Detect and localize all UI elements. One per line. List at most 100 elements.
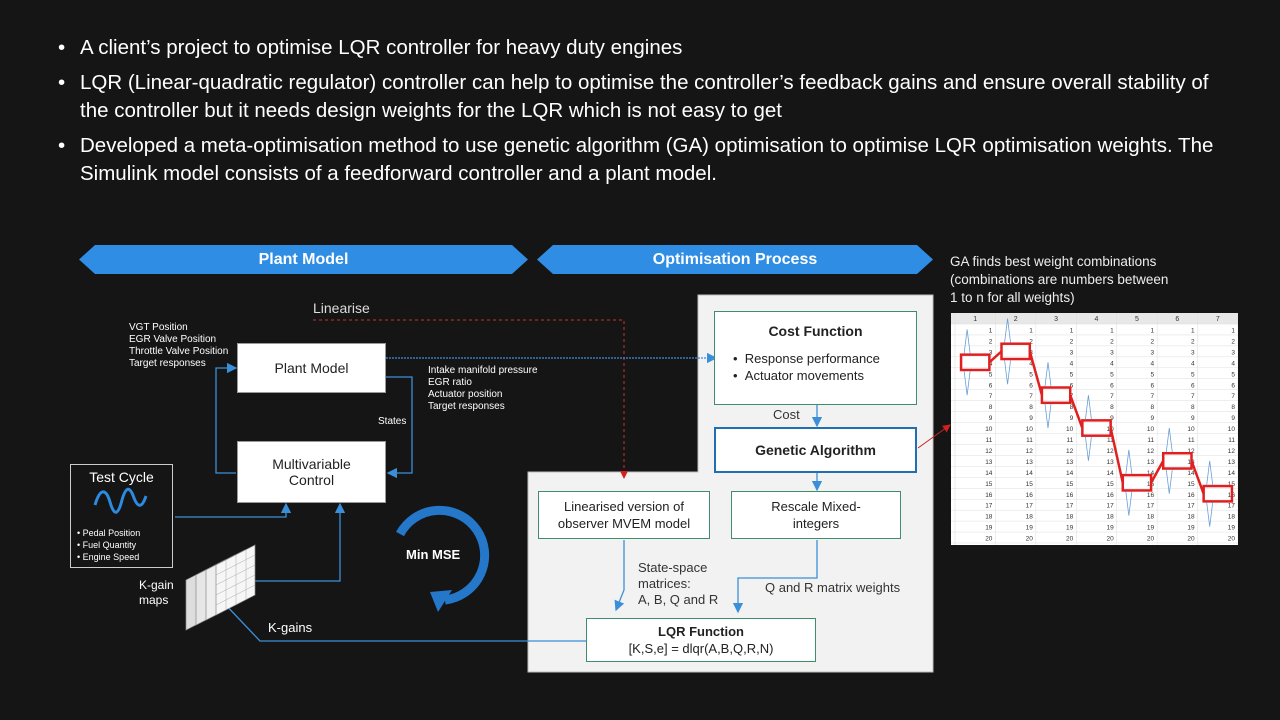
cost-function-title: Cost Function xyxy=(768,323,863,339)
table-cell: 4 xyxy=(1029,360,1033,367)
down-arrow-icon xyxy=(1085,436,1092,461)
linearise-dashed-line xyxy=(313,319,628,479)
linearised-to-lqr-arrow xyxy=(614,540,625,612)
table-cell: 16 xyxy=(1147,492,1155,499)
table-cell: 6 xyxy=(989,382,993,389)
table-cell: 12 xyxy=(985,448,993,455)
kgain-maps-icon xyxy=(185,544,256,631)
table-cell: 17 xyxy=(1147,503,1155,510)
table-cell: 19 xyxy=(1066,525,1074,532)
table-cell: 9 xyxy=(989,415,993,422)
table-column-header: 2 xyxy=(1014,316,1018,323)
table-cell: 3 xyxy=(1110,349,1114,356)
bullet-item: •Developed a meta-optimisation method to… xyxy=(58,134,1214,185)
table-cell: 10 xyxy=(1147,426,1155,433)
table-column-header: 4 xyxy=(1095,316,1099,323)
table-cell: 8 xyxy=(1191,404,1195,411)
table-cell: 12 xyxy=(1187,448,1195,455)
table-cell: 9 xyxy=(1029,415,1033,422)
table-cell: 11 xyxy=(986,437,993,444)
up-arrow-icon xyxy=(1206,460,1214,486)
table-cell: 10 xyxy=(1187,426,1195,433)
plant-model-box: Plant Model xyxy=(237,343,386,393)
table-cell: 15 xyxy=(985,481,993,488)
test-cycle-items: • Pedal Position • Fuel Quantity • Engin… xyxy=(77,528,141,562)
bullet-item: •A client’s project to optimise LQR cont… xyxy=(56,34,1236,62)
table-cell: 1 xyxy=(1070,328,1074,335)
table-cell: 18 xyxy=(1026,514,1034,521)
table-cell: 8 xyxy=(1231,404,1235,411)
table-cell: 15 xyxy=(1066,481,1074,488)
table-cell: 5 xyxy=(1231,371,1235,378)
table-cell: 15 xyxy=(1228,481,1236,488)
table-cell: 4 xyxy=(1151,360,1155,367)
table-cell: 12 xyxy=(1147,448,1155,455)
bullet-symbol: • xyxy=(58,134,66,157)
table-column-header: 5 xyxy=(1135,316,1139,323)
table-cell: 16 xyxy=(985,492,993,499)
ga-to-table-arrow xyxy=(917,424,951,449)
table-cell: 8 xyxy=(1110,404,1114,411)
table-cell: 4 xyxy=(1070,360,1074,367)
cost-function-items: • Response performance • Actuator moveme… xyxy=(733,351,880,383)
table-cell: 15 xyxy=(1106,481,1114,488)
table-cell: 20 xyxy=(1026,536,1034,543)
test-cycle-box: Test Cycle • Pedal Position • Fuel Quant… xyxy=(70,464,173,568)
bullet-list: •A client’s project to optimise LQR cont… xyxy=(56,34,1236,195)
table-cell: 6 xyxy=(1110,382,1114,389)
table-cell: 1 xyxy=(1110,328,1114,335)
table-cell: 4 xyxy=(1191,360,1195,367)
optimisation-process-banner: Optimisation Process xyxy=(537,245,933,274)
kgains-label: K-gains xyxy=(268,620,313,635)
table-cell: 18 xyxy=(1147,514,1155,521)
lqr-function-box: LQR Function [K,S,e] = dlqr(A,B,Q,R,N) xyxy=(586,618,816,662)
state-space-label: State-space matrices: A, B, Q and R xyxy=(638,560,719,607)
table-cell: 8 xyxy=(1029,404,1033,411)
table-cell: 7 xyxy=(1110,393,1114,400)
table-cell: 2 xyxy=(1231,338,1235,345)
table-column-header: 6 xyxy=(1175,316,1179,323)
table-cell: 4 xyxy=(1231,360,1235,367)
table-cell: 4 xyxy=(1110,360,1114,367)
rescale-box: Rescale Mixed- integers xyxy=(731,491,901,539)
table-cell: 19 xyxy=(1026,525,1034,532)
table-cell: 19 xyxy=(1228,525,1236,532)
selected-weight-cell xyxy=(959,353,991,372)
table-cell: 14 xyxy=(1147,470,1155,477)
table-cell: 20 xyxy=(1066,536,1074,543)
table-cell: 1 xyxy=(989,328,993,335)
table-cell: 1 xyxy=(1151,328,1155,335)
table-cell: 5 xyxy=(1151,371,1155,378)
table-cell: 16 xyxy=(1106,492,1114,499)
plant-model-banner: Plant Model xyxy=(79,245,528,274)
table-cell: 13 xyxy=(1106,459,1114,466)
table-cell: 15 xyxy=(1187,481,1195,488)
table-cell: 18 xyxy=(985,514,993,521)
table-cell: 2 xyxy=(1070,338,1074,345)
linearised-model-box: Linearised version of observer MVEM mode… xyxy=(538,491,710,539)
up-arrow-icon xyxy=(1004,318,1011,343)
table-cell: 12 xyxy=(1228,448,1236,455)
down-arrow-icon xyxy=(1004,360,1011,385)
table-cell: 11 xyxy=(1026,437,1033,444)
lqr-function-formula: [K,S,e] = dlqr(A,B,Q,R,N) xyxy=(628,641,774,656)
table-cell: 6 xyxy=(1070,382,1074,389)
table-cell: 9 xyxy=(1231,415,1235,422)
ga-caption: GA finds best weight combinations (combi… xyxy=(950,254,1169,305)
table-cell: 7 xyxy=(1151,393,1155,400)
linearise-label: Linearise xyxy=(313,300,370,316)
rescale-to-lqr-arrow xyxy=(732,540,818,614)
kgain-to-control-arrow xyxy=(230,502,346,582)
states-arrow xyxy=(386,376,413,479)
table-cell: 9 xyxy=(1070,415,1074,422)
table-cell: 3 xyxy=(989,349,993,356)
table-cell: 6 xyxy=(1191,382,1195,389)
table-cell: 7 xyxy=(1070,393,1074,400)
table-cell: 3 xyxy=(1231,349,1235,356)
table-cell: 18 xyxy=(1106,514,1114,521)
table-cell: 11 xyxy=(1107,437,1114,444)
table-column-header: 7 xyxy=(1216,316,1220,323)
table-cell: 20 xyxy=(1106,536,1114,543)
table-cell: 5 xyxy=(1110,371,1114,378)
table-cell: 19 xyxy=(1187,525,1195,532)
